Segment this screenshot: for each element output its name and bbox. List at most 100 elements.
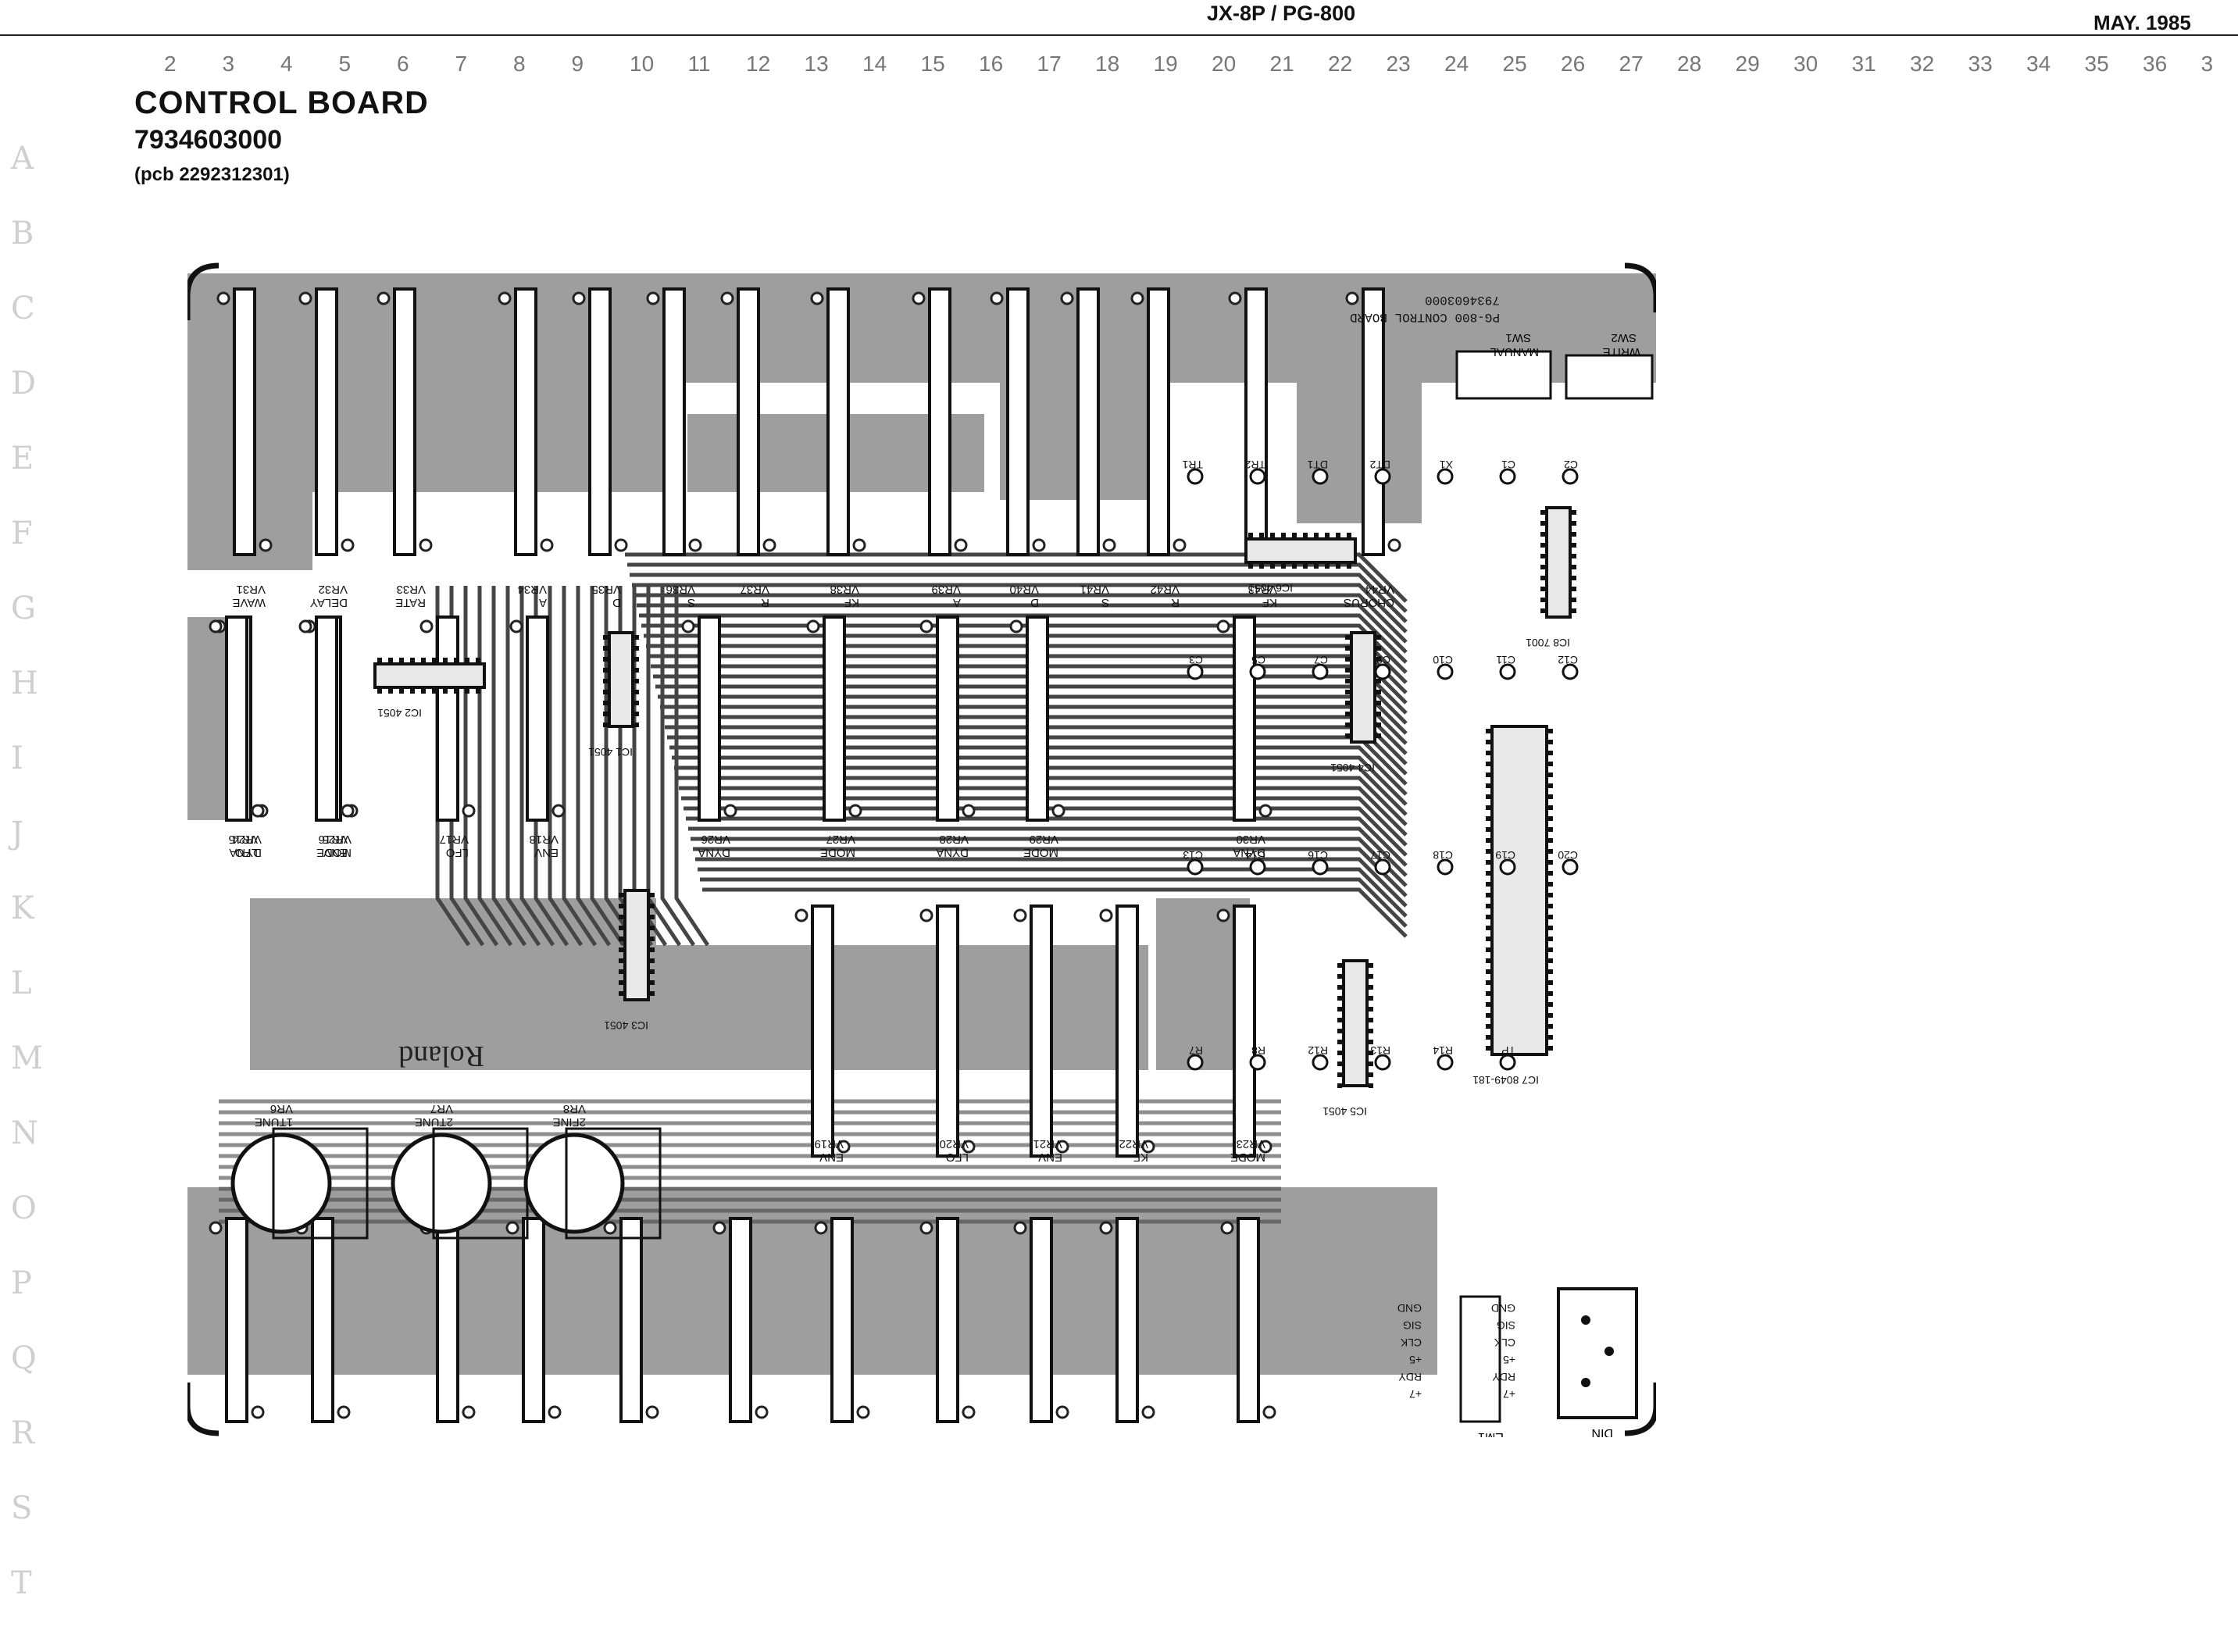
ic-pin — [619, 991, 623, 996]
slider-slot — [936, 1217, 959, 1423]
ic-label: IC7 8049-181 — [1472, 1074, 1539, 1086]
component-pad — [1312, 1054, 1329, 1071]
ic-pin — [1486, 1046, 1490, 1051]
component-pad — [1437, 858, 1454, 876]
ic-pin — [634, 679, 639, 683]
ic-body — [608, 631, 634, 728]
ic-pin — [1486, 882, 1490, 887]
ic-pin — [1540, 543, 1545, 548]
grid-column-label: 4 — [280, 52, 293, 76]
ic-pin — [1540, 510, 1545, 515]
ic-pin — [1548, 794, 1553, 799]
ic-pin — [1486, 849, 1490, 854]
slider-function-label: ENV — [323, 846, 348, 859]
ic-pin — [650, 969, 655, 974]
slider-vr5: VR5CROSS — [603, 1217, 659, 1423]
ic-pin — [1347, 533, 1351, 537]
part-label: C5 — [1251, 654, 1265, 666]
ic-pin — [1540, 608, 1545, 613]
ic-pin — [619, 937, 623, 941]
ic-pin — [1572, 510, 1576, 515]
connector-pin-label: SIG — [1403, 1319, 1422, 1332]
ic-pin — [1548, 783, 1553, 788]
ic-pin — [1548, 816, 1553, 821]
solder-pad — [1262, 1405, 1276, 1419]
slider-ref-label: VR35 — [591, 583, 621, 596]
ic-pin — [1548, 1035, 1553, 1040]
ic-pin — [634, 657, 639, 662]
ic-pin — [1540, 598, 1545, 602]
ic-pin — [1486, 991, 1490, 996]
slider-footprints: VR31WAVEVR32DELAYVR33RATEVR34AVR35DVR36S… — [209, 287, 1401, 1423]
slider-ref-label: VR34 — [517, 583, 547, 596]
em1-connector: EM1 — [1459, 1295, 1504, 1437]
corner-bracket-bottom-left — [187, 1383, 220, 1436]
slider-ref-label: VR28 — [939, 833, 969, 846]
grid-column-label: 13 — [804, 52, 829, 76]
ic-label: IC6 4051 — [1248, 582, 1293, 594]
slider-slot — [315, 287, 338, 556]
switch-manual-label: MANUAL — [1490, 345, 1539, 359]
part-label: TR2 — [1244, 458, 1265, 471]
slider-vr9: VR9DC01 — [712, 1217, 769, 1423]
grid-row-label: C — [11, 291, 35, 326]
ic-pin — [650, 958, 655, 963]
ic-pin — [1548, 860, 1553, 865]
solder-pad — [377, 291, 391, 305]
slider-function-label: S — [1101, 596, 1109, 609]
slider-ref-label: VR38 — [830, 583, 859, 596]
grid-column-label: 12 — [746, 52, 771, 76]
ic-body — [1244, 537, 1357, 564]
part-label: C18 — [1433, 849, 1453, 862]
slider-ref-label: VR41 — [1080, 583, 1109, 596]
slider-ref-label: VR30 — [1236, 833, 1265, 846]
ic-pin — [603, 690, 608, 694]
component-pad — [1187, 858, 1204, 876]
ic-pin — [619, 947, 623, 952]
part-label: C16 — [1308, 849, 1328, 862]
slider-function-label: LFO — [946, 1151, 969, 1164]
solder-pad — [645, 1405, 659, 1419]
ic-pin — [650, 947, 655, 952]
ic-chip: IC4 4051 — [1330, 631, 1381, 774]
ic-pin — [1336, 533, 1340, 537]
slider-ref-label: VR25 — [322, 833, 352, 846]
ic-pin — [1337, 996, 1342, 1001]
signal-trace — [676, 776, 1408, 826]
slider-slot — [1030, 1217, 1053, 1423]
grid-column-label: 25 — [1502, 52, 1527, 76]
solder-pad — [551, 804, 566, 818]
ic-pin — [1548, 871, 1553, 876]
slider-slot — [830, 1217, 854, 1423]
ic-pin — [603, 668, 608, 673]
ic-pin — [1345, 723, 1350, 727]
connector-pin-label: CLK — [1494, 1336, 1515, 1349]
signal-trace — [681, 796, 1408, 847]
ic-pin — [1572, 565, 1576, 569]
ic-pin — [1548, 947, 1553, 952]
ic-pin — [465, 689, 469, 694]
part-label: TR1 — [1182, 458, 1203, 471]
solder-pad — [1228, 291, 1242, 305]
ic-pin — [1369, 996, 1373, 1001]
solder-pad — [1345, 291, 1359, 305]
ic-pin — [1345, 635, 1350, 640]
grid-column-label: 33 — [1968, 52, 1993, 76]
grid-column-label: 5 — [338, 52, 352, 76]
slider-slot — [811, 904, 834, 1158]
ic-pin — [1548, 1013, 1553, 1018]
slider-function-label: MODE — [820, 846, 855, 859]
solder-pad — [1099, 1221, 1113, 1235]
solder-pad — [572, 291, 586, 305]
ic-pin — [1347, 564, 1351, 569]
slider-slot — [1147, 287, 1170, 556]
signal-trace — [674, 765, 1408, 816]
part-label: R13 — [1370, 1044, 1390, 1057]
knob-ref-label: VR7 — [430, 1102, 453, 1115]
ic-pin — [1376, 723, 1381, 727]
slider-ref-label: VR20 — [939, 1137, 969, 1151]
ic-body — [1490, 725, 1548, 1056]
